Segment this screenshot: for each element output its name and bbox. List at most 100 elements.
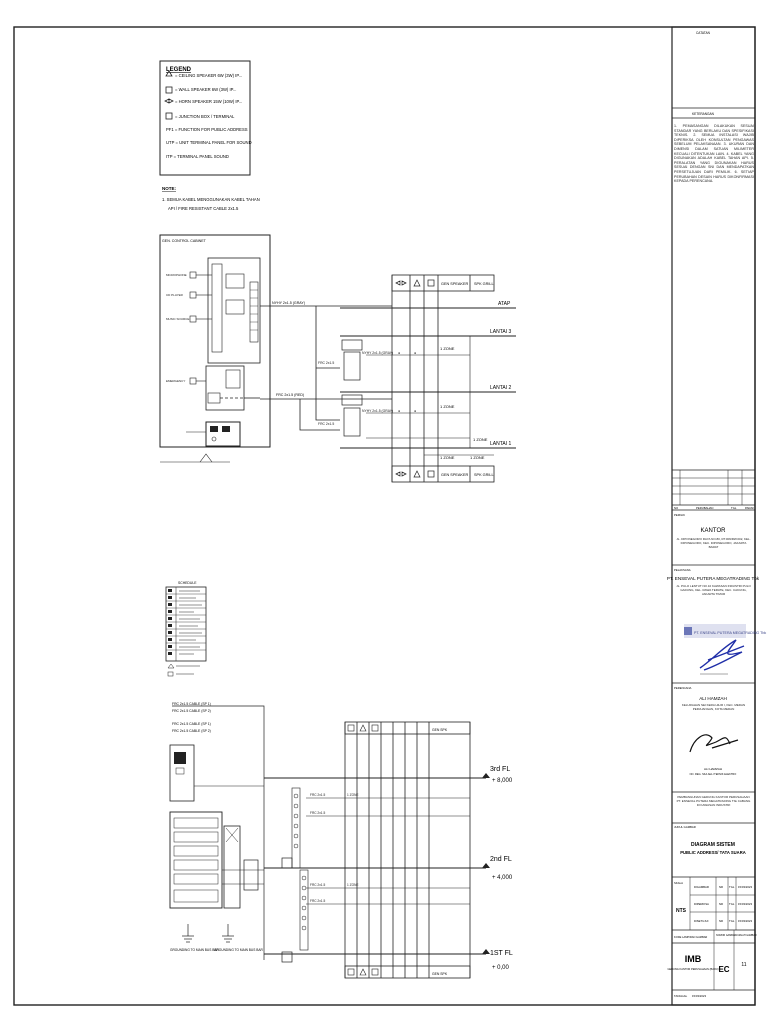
rev-no-header: NO: [674, 506, 679, 510]
judul-label: JUDUL GAMBAR: [674, 825, 696, 829]
svg-text:MICROPHONE: MICROPHONE: [166, 273, 187, 277]
svg-text:GEN SPK: GEN SPK: [432, 972, 448, 976]
judul-line-1: DIAGRAM SISTEM: [691, 842, 735, 848]
nomor-label: NOMOR GAMBAR: [716, 934, 736, 937]
legend-item-6: UTP = UNIT TERMINAL PANEL FOR SOUND: [166, 140, 252, 145]
pemilik-label: PEMILIK: [674, 513, 685, 517]
junction-box-icon: [165, 112, 173, 120]
floor-name-1: 1ST FL: [490, 950, 513, 957]
tanggal-value: 15/03/2023: [692, 994, 706, 998]
floor-elev-1: + 0,00: [492, 965, 510, 971]
header-cell-gen: GEN SPEAKER: [441, 282, 468, 286]
meta-1-label: DIGAMBAR: [694, 885, 709, 889]
footer-cell-gen: GEN SPEAKER: [441, 473, 468, 477]
floor-elev-2: + 4,000: [492, 875, 513, 881]
legend-item-1: = CEILING SPEAKER 6W (3W) IP...: [175, 73, 242, 78]
jumlah-label: JUMLAH GAMBAR: [736, 934, 757, 937]
rack-unit: [207, 257, 261, 364]
doc-sub: GEDUNG KANTOR PERUSAHAAN (BARU): [667, 967, 718, 971]
zone-label-1: 1 ZONE: [440, 346, 455, 351]
svg-text:FRC 2x1.5: FRC 2x1.5: [310, 811, 325, 815]
note-line-2: API / FIRE RESISTANT CABLE 2x1.5: [168, 206, 239, 211]
riser2-note-4: FRC 2x1.5 CABLE (SP 2): [172, 729, 211, 733]
riser-diagram-2: FRC 2x1.5 CABLE (SP 1) FRC 2x1.5 CABLE (…: [169, 702, 513, 979]
terminal-strip: [249, 281, 259, 343]
ceiling-speaker-icon: [165, 70, 173, 77]
note-block: NOTE: 1. SEMUA KABEL MENGGUNAKAN KABEL T…: [162, 186, 260, 211]
note-title: NOTE:: [162, 186, 177, 191]
amplifier-block: [205, 365, 245, 411]
judul-line-2: PUBLIC ADDRESS/ TATA SUARA: [680, 850, 746, 855]
signature-perencana: [689, 734, 739, 753]
keterangan-label: KETERANGAN: [692, 112, 715, 116]
svg-text:FRC 2x1.5: FRC 2x1.5: [310, 793, 325, 797]
notes-paragraph: 1. PEMASANGAN DILAKUKAN SESUAI STANDAR Y…: [674, 124, 754, 184]
company-stamp: PT. ENSEVAL PUTERA MEGATRADING Tbk: [684, 624, 766, 675]
rev-date-header: TGL: [731, 506, 737, 510]
kode-label: KODE LAMPIRAN GAMBAR: [674, 935, 707, 939]
pemilik-address: JL. DIPONEGORO RAYA NO.80, RT.009/RW.002…: [676, 537, 751, 549]
level-label-2: LANTAI 2: [490, 385, 512, 391]
tanggal-label: TANGGAL: [674, 994, 688, 998]
bottom-zone-2: 1 ZONE: [470, 455, 485, 460]
meta-3-tgl: TGL: [729, 919, 735, 923]
cable-label-b: FRC 2x1.5 (RED): [276, 393, 304, 397]
legend-item-5: PF1 = FUNCTION FOR PUBLIC ADDRESS: [166, 127, 248, 132]
call-station: [169, 744, 195, 802]
bottom-zone-1: 1 ZONE: [440, 455, 455, 460]
legend-title: LEGEND: [166, 67, 192, 73]
legend-item-4: = JUNCTION BOX / TERMINAL: [175, 114, 235, 119]
svg-text:●: ●: [398, 351, 400, 355]
perencana-label: PERENCANA: [674, 686, 692, 690]
sheet-code: EC: [718, 965, 729, 974]
floor-name-3: 3rd FL: [490, 766, 510, 773]
floor-name-2: 2nd FL: [490, 856, 512, 863]
legend-item-2: = WALL SPEAKER 6W (3W) IP...: [175, 87, 236, 92]
project-text: PEMBANGUNAN GEDUNG KANTOR PERUSAHAAN PT.…: [676, 795, 751, 807]
svg-text:FRC 2x1.5: FRC 2x1.5: [318, 422, 334, 426]
pelaksana-name: PT. ENSEVAL PUTERA MEGATRADING Tbk: [667, 576, 760, 581]
skala-label: SKALA: [674, 881, 683, 885]
meta-3-who: NR: [719, 919, 723, 923]
pelaksana-label: PELAKSANA: [674, 568, 691, 572]
power-supply-unit: [205, 421, 241, 447]
svg-text:●: ●: [414, 409, 416, 413]
meta-2-who: NR: [719, 902, 723, 906]
sheet-number: 11: [741, 962, 746, 968]
pemilik-name: KANTOR: [701, 528, 727, 534]
meta-1-tgl: TGL: [729, 885, 735, 889]
zone-box-2: [343, 407, 361, 437]
svg-text:CD PLAYER: CD PLAYER: [166, 293, 184, 297]
note-line-1: 1. SEMUA KABEL MENGGUNAKAN KABEL TAHAN: [162, 197, 260, 202]
meta-1-who: NR: [719, 885, 723, 889]
horn-speaker-icon: [164, 98, 174, 104]
control-cabinet-frame: [159, 234, 271, 448]
signature-pelaksana: [699, 639, 745, 671]
horn-header-icon: [395, 280, 407, 286]
pelaksana-address: JL. PULO LENTUT NO.10 KAWASAN INDUSTRI P…: [676, 584, 751, 596]
svg-text:EMERGENCY: EMERGENCY: [166, 379, 185, 383]
zone-label-2: 1 ZONE: [440, 404, 455, 409]
riser-diagram-1: GEN. CONTROL CABINET MICROPHONE CD PLAYER…: [159, 234, 516, 483]
legend-item-3: = HORN SPEAKER 15W (10W) IP...: [175, 99, 242, 104]
svg-text:FRC 2x1.5: FRC 2x1.5: [318, 361, 334, 365]
footer-cell-spk: SPK GRILL: [474, 473, 494, 477]
svg-text:FRC 2x1.5: FRC 2x1.5: [310, 899, 325, 903]
matrix-unit: [223, 825, 241, 909]
perencana-sign-sub: NO. REG. SKA AHLI TEKNIK ELEKTRO: [690, 772, 737, 776]
schedule-title: SCHEDULE: [178, 581, 197, 585]
riser2-note-1: FRC 2x1.5 CABLE (SP 1): [172, 702, 211, 706]
wall-speaker-icon: [165, 86, 173, 94]
meta-3-date: 15/03/2023: [738, 919, 752, 923]
control-cabinet-label: GEN. CONTROL CABINET: [162, 239, 207, 243]
header-cell-spk: SPK GRILL: [474, 282, 494, 286]
svg-text:1 ZONE: 1 ZONE: [347, 793, 359, 797]
meta-2-date: 15/03/2023: [738, 902, 752, 906]
svg-text:●: ●: [414, 351, 416, 355]
wall-header-icon: [427, 279, 435, 287]
level-label-1: LANTAI 1: [490, 441, 512, 447]
legend-item-7: ITP = TERMINAL PANEL SOUND: [166, 154, 229, 159]
schedule-table: SCHEDULE: [165, 581, 207, 677]
rev-initial-header: PARAF: [745, 506, 754, 510]
perencana-address: KELURAHAN SEI KERA HILIR I, KEC. MEDAN P…: [681, 703, 746, 711]
